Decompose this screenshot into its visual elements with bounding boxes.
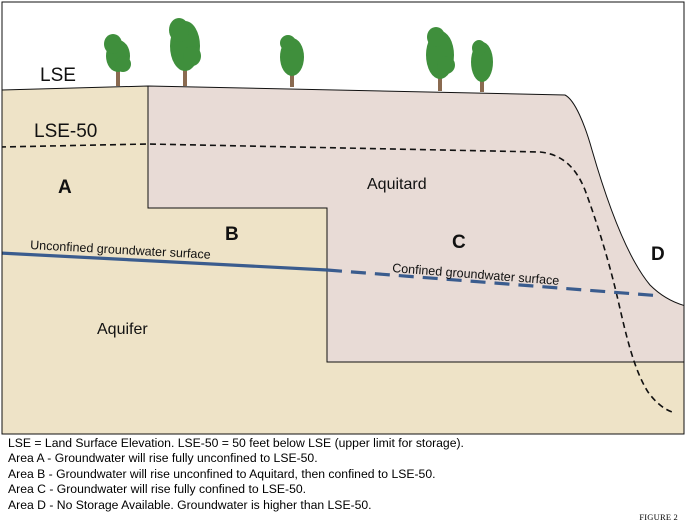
tree-icon [426, 27, 455, 91]
aquifer-label: Aquifer [97, 321, 148, 338]
tree-icon [104, 34, 131, 86]
tree-icon [280, 35, 304, 87]
lse-50-label: LSE-50 [34, 121, 97, 142]
tree-group [104, 18, 493, 92]
area-b-label: B [225, 224, 239, 245]
area-d-label: D [651, 244, 665, 265]
cross-section-diagram: LSE LSE-50 A B C D Aquitard Aquifer Unco… [1, 1, 685, 435]
legend: LSE = Land Surface Elevation. LSE-50 = 5… [8, 436, 668, 513]
unconfined-groundwater-line [2, 251, 328, 272]
aquitard-label: Aquitard [367, 176, 427, 193]
tree-icon [169, 18, 201, 86]
legend-line-lse: LSE = Land Surface Elevation. LSE-50 = 5… [8, 436, 464, 450]
legend-line-area-b: Area B - Groundwater will rise unconfine… [8, 466, 436, 481]
figure-label: FIGURE 2 [639, 512, 678, 522]
land-surface-line [2, 85, 684, 306]
tree-icon [471, 40, 493, 92]
lse-50-line [2, 143, 673, 413]
aquitard-layer [148, 86, 684, 362]
legend-line-area-a: Area A - Groundwater will rise fully unc… [8, 451, 318, 466]
lse-label: LSE [40, 65, 76, 86]
area-c-label: C [452, 232, 466, 253]
aquitard-boundary-line [147, 86, 684, 363]
area-a-label: A [58, 177, 72, 198]
diagram-frame [1, 1, 685, 435]
legend-line-area-c: Area C - Groundwater will rise fully con… [8, 482, 307, 497]
legend-line-area-d: Area D - No Storage Available. Groundwat… [8, 497, 372, 512]
confined-groundwater-line [326, 268, 663, 298]
